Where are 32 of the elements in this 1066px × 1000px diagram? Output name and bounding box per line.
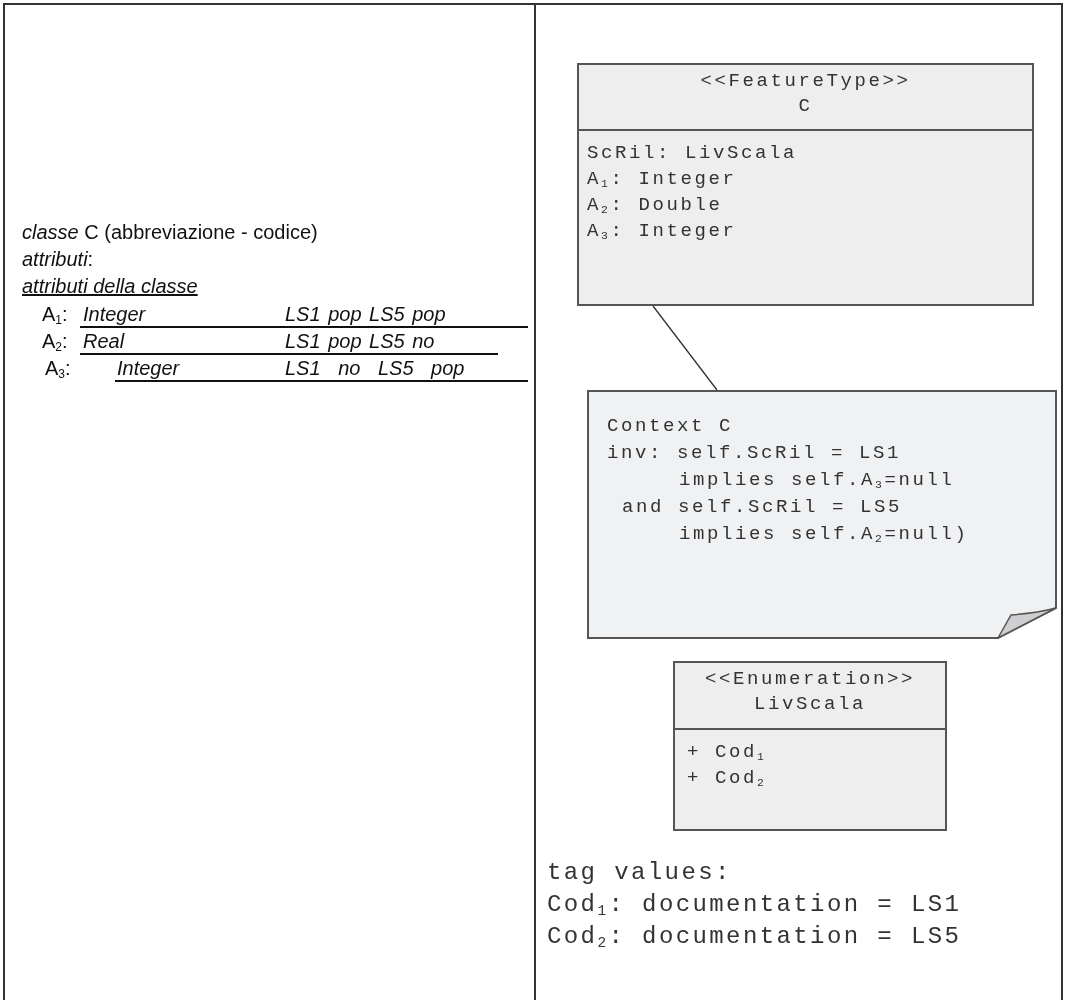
constraint-text: implies self.A$_{3}$=null [679,468,955,492]
tag-values-text: Cod$_{1}$: documentation = LS1 [547,890,962,921]
tag-values-text: Cod$_{2}$: documentation = LS5 [547,922,962,953]
attribute-type: Integer [83,302,146,326]
constraint-text: inv: self.ScRil = LS1 [607,441,902,465]
enum-literal-text: + Cod$_{1}$ [687,740,767,764]
constraint-text: implies self.A$_{2}$=null) [679,522,969,546]
connector-line [652,305,718,391]
note-box [587,390,1057,639]
attribute-text: A$_{1}$: Integer [587,167,737,191]
class-header-text: <<Enumeration>> LivScala [705,667,915,717]
attribute-name: A$_{2}$: [42,329,68,353]
class-box [673,661,947,831]
constraint-text: and self.ScRil = LS5 [622,495,903,519]
attribute-text: A$_{2}$: Double [587,193,723,217]
class-box [577,63,1034,306]
tag-values-text: tag values: [547,858,732,888]
class-header-text: <<FeatureType>> C [700,69,911,119]
attribute-text: A$_{3}$: Integer [587,219,737,243]
attribute-type: Real [83,329,125,353]
attribute-name: A$_{1}$: [42,302,68,326]
class-heading: classe C (abbreviazione - codice) [22,220,318,244]
enum-literal-text: + Cod$_{2}$ [687,766,767,790]
section-label: attributi: [22,247,94,271]
level-info: LS1 no LS5 pop [285,356,465,380]
section-label: attributi della classe [22,274,198,298]
attribute-text: ScRil: LivScala [587,141,798,165]
level-info: LS1 pop LS5 pop [285,302,446,326]
attribute-name: A$_{3}$: [45,356,71,380]
level-info: LS1 pop LS5 no [285,329,435,353]
attribute-type: Integer [117,356,180,380]
constraint-text: Context C [607,414,734,438]
